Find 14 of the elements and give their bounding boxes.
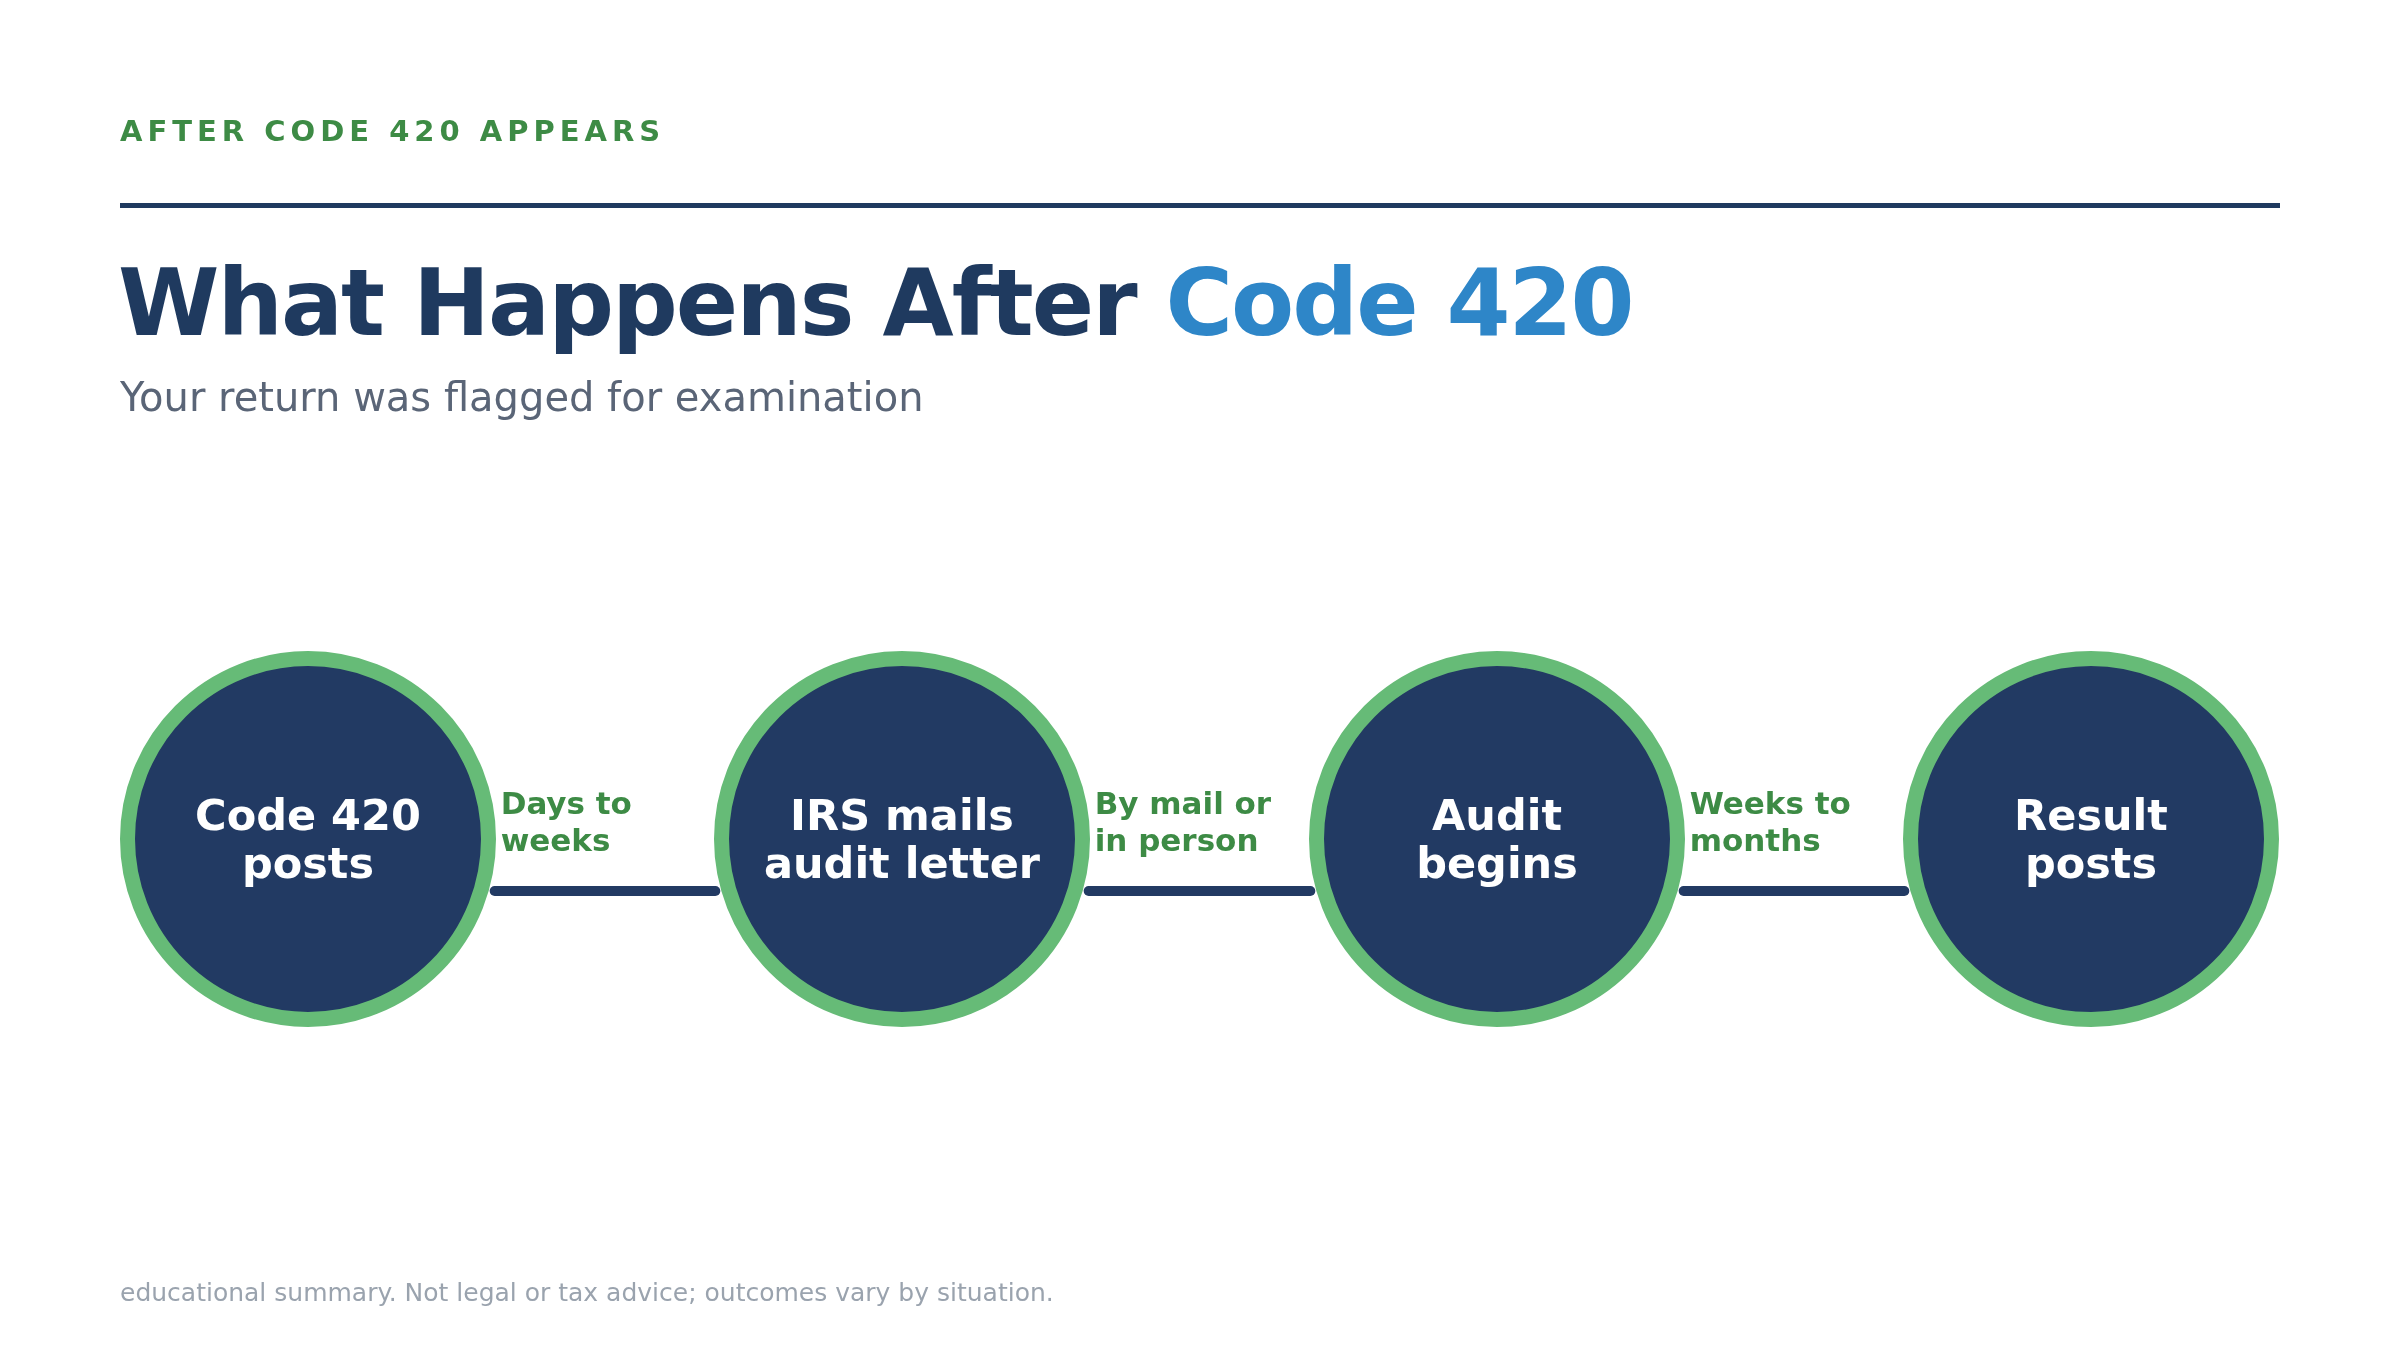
edge-label: Weeks to months	[1689, 785, 1852, 860]
connector-line	[1083, 886, 1316, 896]
step-label: IRS mails audit letter	[762, 790, 1042, 888]
subtitle: Your return was flagged for examination	[120, 374, 924, 420]
step-label: Audit begins	[1415, 790, 1579, 888]
edge-label: Days to weeks	[500, 785, 633, 860]
step-label: Result posts	[2013, 790, 2169, 888]
edge-label: By mail or in person	[1094, 785, 1273, 860]
title: What Happens After Code 420	[118, 250, 1633, 357]
footer-note: educational summary. Not legal or tax advice; outcomes vary by situation.	[120, 1278, 1054, 1307]
connector-line	[489, 886, 721, 896]
section-heading: AFTER CODE 420 APPEARS	[120, 114, 666, 148]
connector-line	[1678, 886, 1910, 896]
step-label: Code 420 posts	[194, 790, 422, 888]
